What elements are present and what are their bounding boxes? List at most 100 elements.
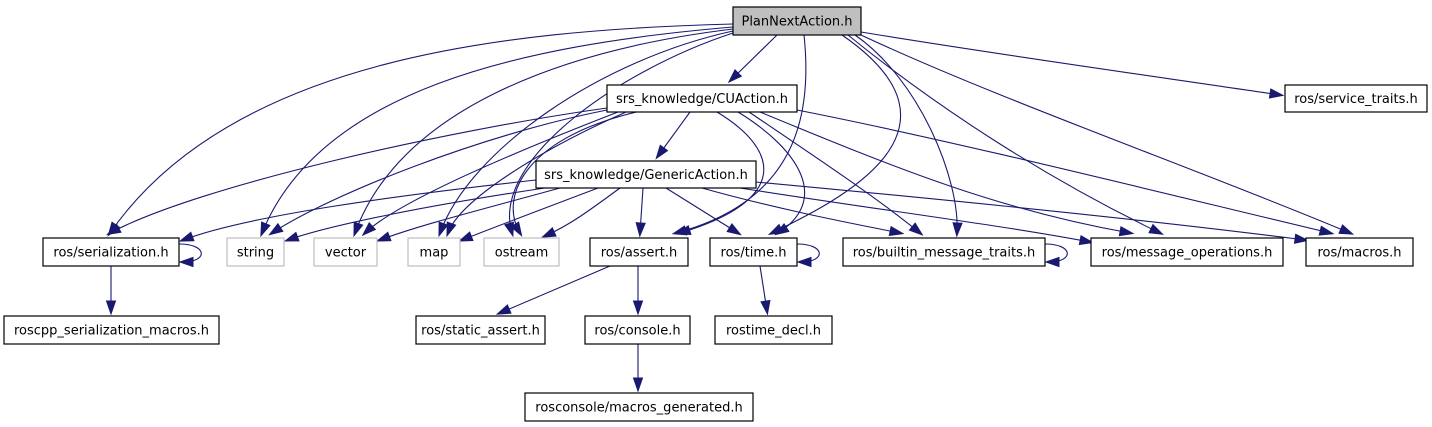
arrowhead-icon [952,222,963,238]
edge-assert-to-console [632,266,644,316]
node-box [584,315,691,345]
node-roscpp-ser-macros[interactable]: roscpp_serialization_macros.h [3,315,220,345]
edge-root-to-string [260,26,734,238]
node-label: ros/console.h [594,324,680,339]
node-time[interactable]: ros/time.h [709,237,798,267]
arrowhead-icon [1118,226,1135,237]
node-label: map [420,246,449,261]
arrowhead-icon [105,300,117,316]
edge-root-to-time [767,34,902,235]
node-label: PlanNextAction.h [741,15,852,30]
arrowhead-icon [1293,233,1310,244]
edge-cuaction-to-vector [361,111,619,237]
node-label: roscpp_serialization_macros.h [14,324,209,339]
node-string[interactable]: string [226,237,285,267]
edge-line [759,111,1131,234]
arrowhead-icon [888,225,905,237]
node-box [3,315,220,345]
node-box [535,160,757,189]
node-box [606,84,798,113]
node-genericaction[interactable]: srs_knowledge/GenericAction.h [535,160,757,189]
edge-root-to-vector [353,28,734,238]
arrowhead-icon [635,222,646,238]
node-static-assert[interactable]: ros/static_assert.h [415,315,546,345]
edge-time-to-rostime_decl [759,265,771,316]
edge-genericaction-to-builtin [701,187,905,237]
node-box [709,237,798,267]
edge-root-to-service_traits [860,31,1285,99]
edge-serialization-to-serialization [178,243,202,268]
edge-line [544,187,621,237]
edge-line [364,111,619,234]
arrowhead-icon [632,300,644,316]
node-assert[interactable]: ros/assert.h [589,237,689,267]
edge-cuaction-to-map [446,111,627,238]
node-box [732,6,862,36]
edge-line [109,107,608,234]
edge-cuaction-to-time [737,111,806,236]
edge-root-to-ostream [503,32,734,238]
edge-genericaction-to-msgops [739,187,1095,246]
nodes-layer: PlanNextAction.h srs_knowledge/CUAction.h… [3,6,1428,422]
edge-time-to-time [796,243,820,268]
node-builtin[interactable]: ros/builtin_message_traits.h [842,237,1046,267]
node-label: rostime_decl.h [726,324,821,339]
node-vector[interactable]: vector [313,237,378,267]
arrowhead-icon [268,222,284,236]
arrowhead-icon [796,256,812,268]
edge-line [679,111,765,234]
arrowhead-icon [361,222,377,237]
node-label: ostream [495,246,549,261]
node-map[interactable]: map [407,237,461,267]
edge-genericaction-to-vector [375,187,561,242]
node-label: string [237,246,274,261]
edge-line [461,187,599,241]
edge-serialization-to-roscpp_ser_macros [105,266,117,316]
arrowhead-icon [353,221,364,238]
node-cuaction[interactable]: srs_knowledge/CUAction.h [606,84,798,113]
node-msgops[interactable]: ros/message_operations.h [1090,237,1284,267]
edge-line [854,34,958,234]
node-box [226,237,285,267]
node-box [1284,84,1428,113]
edge-root-to-serialization [107,23,734,237]
edge-line [675,34,807,234]
arrowhead-icon [727,68,743,84]
edge-cuaction-to-serialization [106,107,608,236]
arrowhead-icon [1338,224,1355,235]
arrowhead-icon [503,221,514,238]
edge-console-to-macros_generated [632,344,644,393]
arrowhead-icon [1268,88,1285,99]
edge-cuaction-to-string [268,109,608,236]
node-ostream[interactable]: ostream [483,237,560,267]
arrowhead-icon [1044,256,1060,268]
arrowhead-icon [510,221,523,237]
node-label: rosconsole/macros_generated.h [535,401,742,416]
arrowhead-icon [457,231,474,242]
node-label: srs_knowledge/GenericAction.h [544,168,748,183]
edges-layer [105,23,1355,393]
arrowhead-icon [446,221,457,238]
node-label: vector [325,246,367,261]
edge-line [271,109,608,234]
node-console[interactable]: ros/console.h [584,315,691,345]
edge-genericaction-to-string [283,187,546,242]
node-label: ros/assert.h [601,246,678,261]
node-rostime-decl[interactable]: rostime_decl.h [714,315,833,345]
arrowhead-icon [1078,234,1095,246]
node-serialization[interactable]: ros/serialization.h [42,237,180,267]
node-macros-generated[interactable]: rosconsole/macros_generated.h [524,392,754,422]
node-macros[interactable]: ros/macros.h [1305,237,1414,267]
edge-genericaction-to-ostream [540,187,621,238]
arrowhead-icon [540,227,557,238]
edge-line [109,23,734,234]
node-root[interactable]: PlanNextAction.h [732,6,862,36]
arrowhead-icon [178,231,195,242]
arrowhead-icon [655,144,669,160]
edge-line [447,111,627,234]
node-box [1305,237,1414,267]
edge-line [796,109,1331,234]
arrowhead-icon [178,256,194,268]
node-service-traits[interactable]: ros/service_traits.h [1284,84,1428,113]
edge-cuaction-to-builtin [748,111,924,236]
